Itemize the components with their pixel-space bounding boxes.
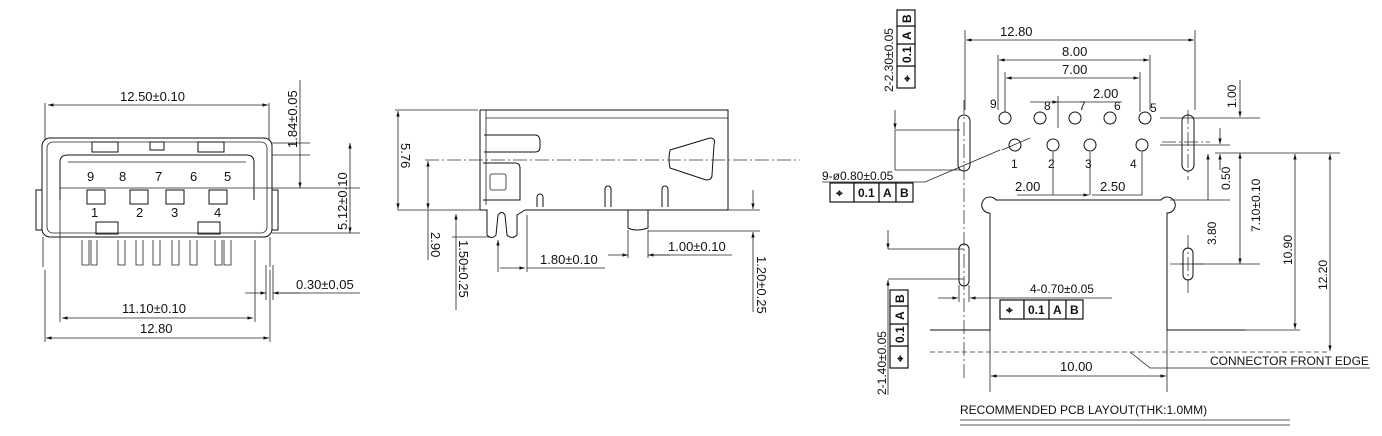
slot-callout-top: 2-2.30±0.05 bbox=[882, 28, 896, 92]
datum-b: B bbox=[900, 186, 909, 200]
pcb-pin-label: 3 bbox=[1085, 157, 1092, 171]
dim-width-bottom: 12.80 bbox=[140, 321, 173, 336]
position-symbol: ⌖ bbox=[1005, 303, 1013, 317]
front-pin-label: 6 bbox=[190, 169, 197, 184]
front-edge-label: CONNECTOR FRONT EDGE bbox=[1210, 354, 1369, 368]
datum-a: A bbox=[900, 31, 914, 40]
hole-callout: 9-ø0.80±0.05 bbox=[822, 169, 894, 183]
slot-callout-bottom: 2-1.40±0.05 bbox=[875, 331, 889, 395]
pcb-pin-label: 5 bbox=[1150, 101, 1157, 115]
tolerance-frame-small: ⌖ 0.1 A B bbox=[999, 299, 1084, 320]
tolerance-value: 0.1 bbox=[858, 186, 875, 200]
pcb-pin-label: 9 bbox=[990, 97, 997, 111]
datum-b: B bbox=[900, 14, 914, 23]
tolerance-frame-top: ⌖ 0.1 A B bbox=[896, 9, 916, 89]
tolerance-frame-holes: ⌖ 0.1 A B bbox=[829, 182, 914, 203]
dim-depth-12-20: 12.20 bbox=[1316, 260, 1330, 290]
front-contacts bbox=[86, 189, 228, 205]
dim-overall-width: 12.80 bbox=[1000, 24, 1033, 39]
pcb-pin-label: 6 bbox=[1114, 99, 1121, 113]
front-pin-label: 1 bbox=[91, 205, 98, 220]
dim-depth-10-90: 10.90 bbox=[1281, 235, 1295, 265]
front-pin-label: 4 bbox=[214, 205, 221, 220]
slot-callout-small: 4-0.70±0.05 bbox=[1030, 282, 1094, 296]
front-pins bbox=[42, 237, 271, 267]
dim-cutout-depth: 3.80 bbox=[1205, 221, 1219, 245]
pcb-layout-title: RECOMMENDED PCB LAYOUT(THK:1.0MM) bbox=[960, 403, 1207, 417]
front-view: 9 8 7 6 5 1 2 3 4 12.50±0.10 1.84±0.05 5… bbox=[35, 80, 360, 342]
datum-b: B bbox=[1070, 303, 1079, 317]
front-pin-label: 3 bbox=[171, 205, 178, 220]
pcb-pin-label: 4 bbox=[1130, 157, 1137, 171]
side-view: 5.76 2.90 1.50±0.25 1.80±0.10 1.00±0.10 … bbox=[395, 109, 800, 314]
position-symbol: ⌖ bbox=[835, 186, 843, 200]
position-symbol: ⌖ bbox=[900, 75, 914, 83]
dim-pin-pitch: 2.00 bbox=[1093, 86, 1118, 101]
datum-a: A bbox=[1053, 303, 1062, 317]
pcb-holes bbox=[998, 111, 1152, 152]
dim-outer-pins: 8.00 bbox=[1062, 44, 1087, 59]
dim-height-offset: 1.84±0.05 bbox=[285, 90, 300, 148]
dim-slot-distance: 7.10±0.10 bbox=[1249, 178, 1263, 232]
front-pin-label: 5 bbox=[224, 169, 231, 184]
dim-peg-width: 1.00±0.10 bbox=[668, 239, 726, 254]
front-pin-label: 8 bbox=[119, 169, 126, 184]
dim-width-top: 12.50±0.10 bbox=[120, 89, 185, 104]
dim-peg-length: 1.20±0.25 bbox=[754, 256, 769, 314]
dim-pin-span: 11.10±0.10 bbox=[122, 301, 186, 316]
tolerance-value: 0.1 bbox=[1028, 303, 1045, 317]
dim-row-gap: 0.50 bbox=[1219, 166, 1233, 190]
position-symbol: ⌖ bbox=[893, 355, 907, 363]
tolerance-value: 0.1 bbox=[893, 326, 907, 343]
front-pin-label: 7 bbox=[155, 169, 162, 184]
dim-height: 5.12±0.10 bbox=[335, 172, 350, 230]
datum-a: A bbox=[893, 311, 907, 320]
tolerance-frame-bottom: ⌖ 0.1 A B bbox=[889, 289, 909, 369]
front-pin-label: 9 bbox=[87, 169, 94, 184]
dim-center-height: 2.90 bbox=[428, 232, 443, 257]
dim-row-offset: 1.00 bbox=[1225, 84, 1239, 108]
dim-pitch: 1.80±0.10 bbox=[540, 252, 598, 267]
pcb-layout: 9 8 7 6 5 1 2 3 4 CONNECTOR FRONT EDGE 1… bbox=[822, 9, 1370, 426]
dim-side-height: 5.76 bbox=[398, 143, 413, 168]
datum-b: B bbox=[893, 294, 907, 303]
dim-cutout-width: 10.00 bbox=[1060, 359, 1093, 374]
datum-a: A bbox=[883, 186, 892, 200]
dim-bottom-pitch-b: 2.50 bbox=[1100, 179, 1125, 194]
dim-pin-thickness: 0.30±0.05 bbox=[296, 277, 354, 292]
pcb-pin-label: 8 bbox=[1044, 99, 1051, 113]
dim-inner-pins: 7.00 bbox=[1062, 62, 1087, 77]
pcb-pin-label: 2 bbox=[1048, 157, 1055, 171]
pcb-pin-label: 7 bbox=[1079, 99, 1086, 113]
dim-bottom-pitch-a: 2.00 bbox=[1015, 179, 1040, 194]
dim-tail-length: 1.50±0.25 bbox=[456, 240, 471, 298]
tolerance-value: 0.1 bbox=[900, 46, 914, 63]
pcb-pin-label: 1 bbox=[1011, 157, 1018, 171]
front-pin-label: 2 bbox=[136, 205, 143, 220]
